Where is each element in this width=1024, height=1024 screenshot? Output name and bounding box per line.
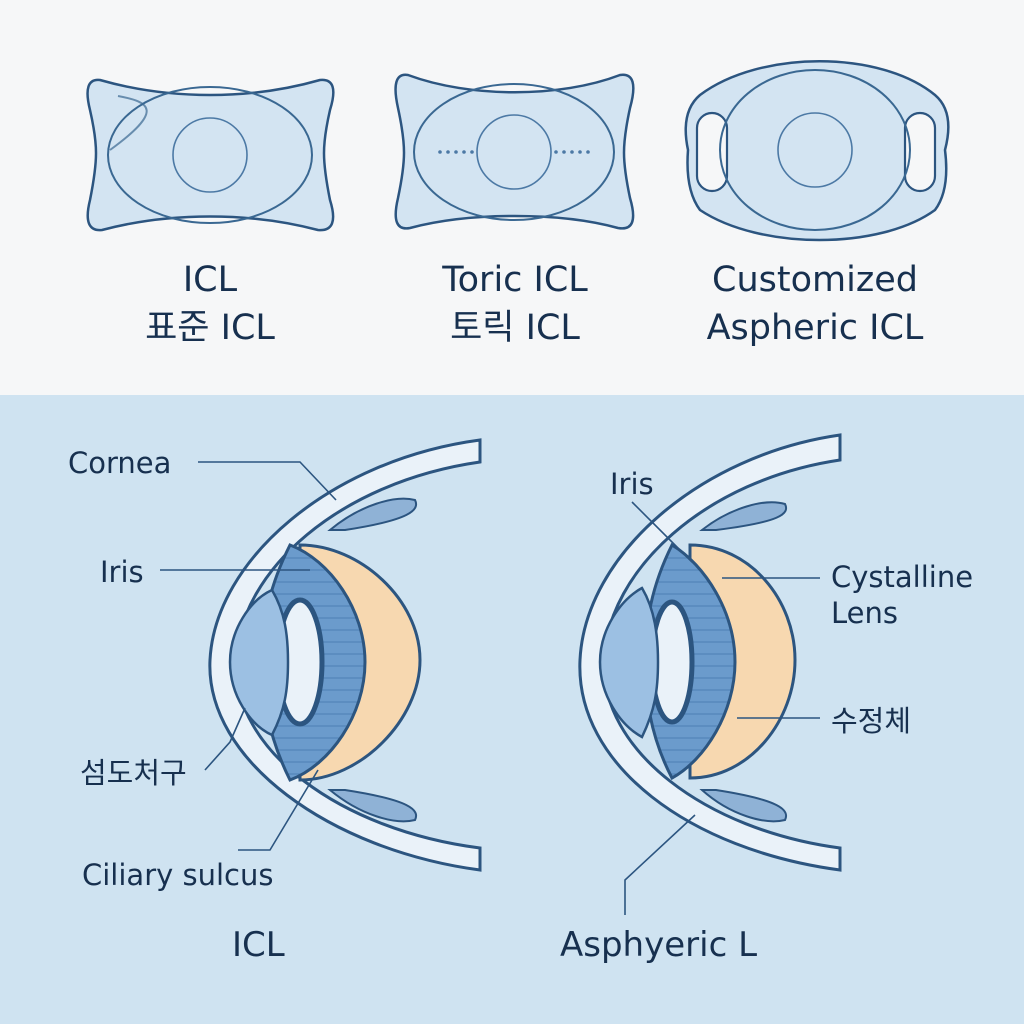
icl-lens-shape	[86, 78, 335, 232]
aspheric-icl-subtitle: Aspheric ICL	[706, 308, 924, 348]
aspheric-icl-title: Customized Aspheric ICL	[665, 256, 965, 352]
label-implant-korean: 섬도처구	[80, 756, 187, 790]
label-crystalline-lens-line1: Cystalline	[831, 560, 974, 594]
aspheric-icl-name: Customized	[712, 260, 918, 300]
label-iris-right: Iris	[610, 467, 654, 501]
right-eye	[578, 433, 842, 915]
label-ciliary-sulcus: Ciliary sulcus	[82, 858, 274, 892]
icl-name: ICL	[182, 260, 238, 300]
label-crystalline-lens-line2: Lens	[831, 596, 898, 630]
left-diagram-caption: ICL	[232, 925, 285, 965]
label-iris-left: Iris	[100, 555, 144, 589]
right-diagram-caption: Asphyeric L	[560, 925, 758, 965]
aspheric-icl-lens-shape	[684, 60, 950, 242]
toric-icl-title: Toric ICL 토릭 ICL	[400, 256, 630, 352]
label-cornea: Cornea	[68, 446, 172, 480]
lens-shapes	[86, 60, 950, 242]
toric-icl-lens-shape	[394, 73, 635, 230]
eye-diagram-panel	[0, 395, 1024, 1024]
toric-icl-subtitle: 토릭 ICL	[450, 308, 580, 348]
left-eye	[160, 438, 482, 872]
icl-title: ICL 표준 ICL	[110, 256, 310, 352]
label-lens-korean: 수정체	[831, 704, 912, 738]
toric-icl-name: Toric ICL	[442, 260, 588, 300]
icl-subtitle: 표준 ICL	[145, 308, 275, 348]
